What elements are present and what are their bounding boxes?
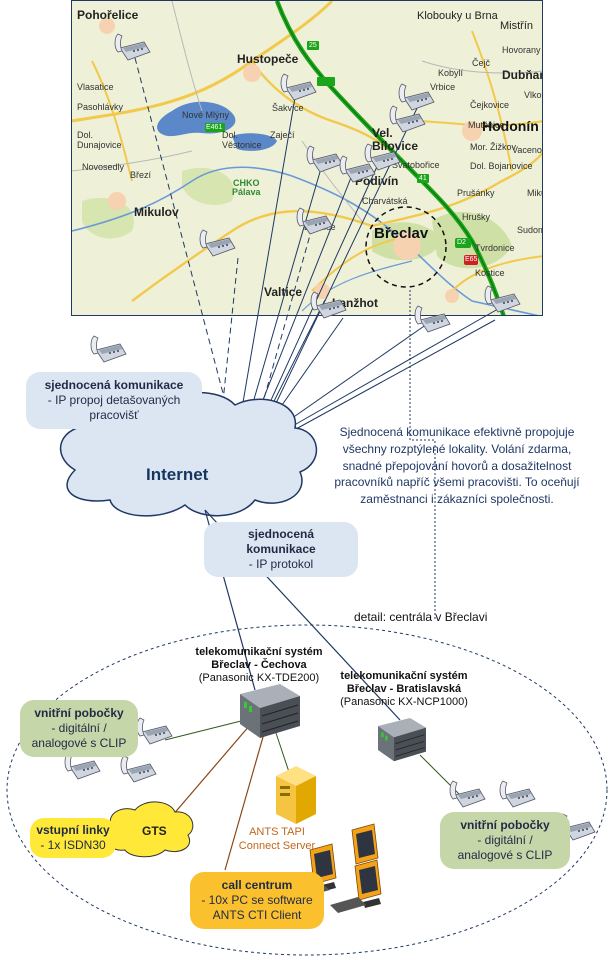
pbx-cechova-line1: telekomunikační systém	[195, 646, 323, 658]
place-chko-palava: CHKO Pálava	[232, 178, 261, 198]
internet-label: Internet	[146, 465, 209, 484]
callout-internal-right-text: - digitální / analogové s CLIP	[457, 833, 553, 862]
pbx-bratislavska-line1: telekomunikační systém	[340, 670, 468, 682]
callout-unified-mid-text: - IP protokol	[248, 557, 314, 571]
place-vlasatice: Vlasatice	[77, 82, 114, 92]
road-label-d2: D2	[457, 239, 466, 246]
callout-unified-top: sjednocená komunikace - IP propoj detašo…	[26, 372, 202, 429]
keyboard-icon	[330, 897, 366, 913]
callout-unified-mid-title: sjednocená komunikace	[246, 527, 316, 556]
place-mutenice: Mutěnice	[468, 120, 505, 130]
road-label-e65: E65	[465, 256, 478, 263]
gts-label: GTS	[142, 824, 167, 838]
regional-map: Pohořelice Hustopeče Klobouky u Brna Mis…	[71, 0, 543, 316]
phone-icon	[499, 780, 536, 808]
place-dol-bojanovice: Dol. Bojanovice	[470, 161, 533, 171]
ants-server-tower	[276, 766, 316, 824]
phone-icon	[310, 291, 347, 319]
callout-unified-top-text: - IP propoj detašovaných pracovišť	[47, 393, 181, 422]
place-vacenovice: Vacenovice	[512, 145, 542, 155]
place-podivin: Podivín	[355, 174, 399, 188]
road-label-25: 25	[309, 42, 317, 49]
callout-unified-mid: sjednocená komunikace - IP protokol	[204, 522, 358, 577]
place-brezi: Březí	[130, 170, 152, 180]
detail-label: detail: centrála v Břeclavi	[354, 610, 488, 624]
pbx-cechova-label: telekomunikační systém Břeclav - Čechova…	[194, 646, 324, 686]
pbx-cechova-server	[239, 683, 301, 739]
place-hrusky: Hrušky	[462, 212, 491, 222]
place-mikulov: Mikulov	[134, 205, 179, 219]
callout-input-lines-text: - 1x ISDN30	[40, 838, 106, 852]
phone-icon	[414, 305, 451, 333]
place-novy-mlyny: Nové Mlýny	[182, 110, 230, 120]
place-vlkos: Vlkoš	[524, 90, 542, 100]
place-valtice: Valtice	[264, 285, 303, 299]
place-cejkovice: Čejkovice	[470, 100, 510, 110]
phone-icon	[296, 207, 333, 235]
road-label-e461: E461	[206, 124, 223, 131]
phone-icon	[389, 105, 426, 133]
place-klobouky: Klobouky u Brna	[417, 10, 498, 22]
place-dubnany: Dubňany	[502, 68, 542, 82]
callout-input-lines-title: vstupní linky	[36, 823, 110, 837]
place-zajeci: Zaječí	[270, 130, 295, 140]
place-tvrdonice: Tvrdonice	[475, 243, 515, 253]
place-kostice: Kostice	[475, 268, 505, 278]
place-vrbice: Vrbice	[430, 82, 456, 92]
phone-icon	[484, 285, 521, 313]
place-pohorelice: Pohořelice	[77, 8, 139, 22]
callout-internal-left-text: - digitální / analogové s CLIP	[31, 721, 127, 750]
place-dol-vestonice: Dol. Věstonice	[222, 130, 262, 150]
road-label-41: 41	[419, 175, 427, 182]
place-prusanky: Prušánky	[457, 188, 495, 198]
callout-call-center: call centrum - 10x PC se software ANTS C…	[190, 872, 324, 929]
pbx-bratislavska-server	[377, 717, 427, 762]
phone-icon	[90, 335, 127, 363]
phone-icon	[120, 755, 157, 783]
callout-call-center-text: - 10x PC se software ANTS CTI Client	[201, 893, 313, 922]
pbx-bratislavska-label: telekomunikační systém Břeclav - Bratisl…	[336, 670, 472, 710]
place-cejc: Čejč	[472, 58, 491, 68]
place-hovorany: Hovorany	[502, 45, 541, 55]
place-hustopece: Hustopeče	[237, 52, 299, 66]
phone-icon	[280, 73, 317, 101]
pbx-cechova-line2: Břeclav - Čechova	[211, 659, 307, 672]
phone-icon	[398, 83, 435, 111]
gts-cloud	[106, 801, 194, 858]
place-mikulcice: Mikulčice	[527, 188, 542, 198]
place-hodonin: Hodonín	[482, 118, 539, 134]
callout-input-lines: vstupní linky - 1x ISDN30	[30, 818, 116, 858]
phone-icon	[306, 145, 343, 173]
benefit-note: Sjednocená komunikace efektivně propojuj…	[334, 425, 580, 507]
callout-internal-right-title: vnitřní pobočky	[460, 818, 550, 832]
place-pasohlavky: Pasohlávky	[77, 102, 124, 112]
place-sakvice: Šakvice	[272, 103, 304, 113]
pbx-bratislavska-line2: Břeclav - Bratislavská	[346, 683, 462, 696]
pbx-bratislavska-line3: (Panasonic KX-NCP1000)	[340, 696, 468, 709]
place-sudomerice: Sudoměřice	[517, 225, 543, 235]
place-dol-dunajovice: Dol. Dunajovice	[77, 130, 122, 150]
detail-connector	[409, 290, 436, 620]
place-svatoborice: Svatobořice	[392, 160, 440, 170]
phone-icon	[449, 780, 486, 808]
place-breclav: Břeclav	[374, 225, 429, 242]
map-background	[72, 1, 542, 315]
place-charvatska: Charvátská	[362, 196, 408, 206]
callout-call-center-title: call centrum	[221, 878, 293, 892]
phone-icon	[199, 229, 236, 257]
pbx-cechova-line3: (Panasonic KX-TDE200)	[198, 672, 320, 685]
ants-server-label: ANTS TAPI Connect Server	[238, 826, 316, 852]
callout-internal-left-title: vnitřní pobočky	[34, 706, 124, 720]
place-mistrin: Mistřín	[500, 20, 533, 32]
place-kobyli: Kobylí	[438, 68, 464, 78]
callout-internal-right: vnitřní pobočky - digitální / analogové …	[440, 812, 570, 869]
phone-icon	[114, 33, 151, 61]
place-vel-bilovice: Vel. Bílovice	[372, 126, 419, 154]
callout-internal-left: vnitřní pobočky - digitální / analogové …	[20, 700, 138, 757]
detail-oval	[6, 624, 608, 956]
callout-unified-top-title: sjednocená komunikace	[44, 378, 184, 392]
place-novosedly: Novosedly	[82, 162, 125, 172]
place-mor-zizkov: Mor. Žižkov	[470, 142, 517, 152]
phone-icon	[136, 717, 173, 745]
